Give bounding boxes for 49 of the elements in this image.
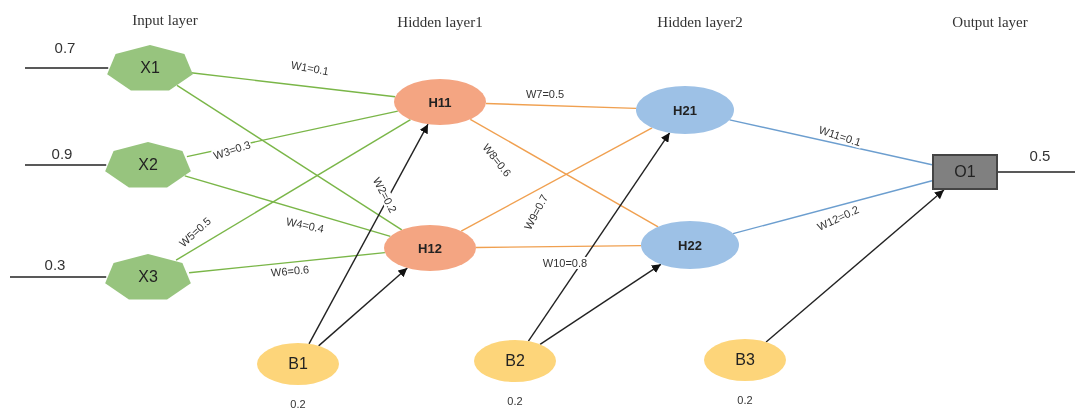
hidden-node (641, 221, 739, 269)
connection-line (539, 263, 662, 346)
layer-title: Hidden layer2 (657, 13, 743, 31)
output-node (932, 154, 998, 190)
node-label: X1 (140, 59, 160, 77)
node-label: H12 (418, 240, 442, 256)
bias-value: 0.2 (507, 395, 523, 407)
signal-line (9, 276, 107, 278)
input-node (106, 44, 194, 92)
connection-line (765, 189, 945, 343)
node-label: B2 (505, 352, 525, 370)
bias-value: 0.2 (290, 398, 306, 410)
connection-line (732, 180, 933, 235)
weight-label: W4=0.4 (284, 214, 326, 236)
weight-label: W6=0.6 (269, 263, 311, 279)
node-label: H22 (678, 237, 702, 253)
node-label: X2 (138, 156, 158, 174)
node-label: X3 (138, 268, 158, 286)
signal-line (24, 164, 107, 166)
input-node (104, 253, 192, 301)
weight-label: W7=0.5 (524, 87, 566, 101)
node-label: B1 (288, 355, 308, 373)
connection-line (188, 251, 386, 274)
hidden-node (384, 225, 476, 271)
node-label: H11 (428, 94, 452, 110)
connection-line (308, 123, 429, 345)
node-label: H21 (673, 102, 697, 118)
weight-label: W10=0.8 (541, 256, 589, 270)
weight-label: W1=0.1 (289, 58, 331, 78)
signal-line (997, 171, 1076, 173)
connection-line (728, 119, 933, 166)
connection-line (175, 119, 412, 261)
connection-line (176, 84, 403, 231)
connection-line (475, 244, 642, 249)
layer-title: Hidden layer1 (397, 13, 483, 31)
bias-value: 0.2 (737, 394, 753, 406)
input-node (104, 141, 192, 189)
layer-title: Output layer (952, 13, 1028, 31)
weight-label: W3=0.3 (211, 138, 253, 162)
connection-line (184, 175, 392, 237)
node-label: B3 (735, 351, 755, 369)
node-label: O1 (954, 163, 976, 181)
connection-line (485, 102, 637, 110)
connection-line (460, 127, 653, 232)
signal-line (24, 67, 109, 69)
connection-line (527, 132, 671, 342)
layer-title: Input layer (132, 11, 198, 29)
connection-line (469, 118, 659, 228)
connection-line (317, 267, 408, 347)
